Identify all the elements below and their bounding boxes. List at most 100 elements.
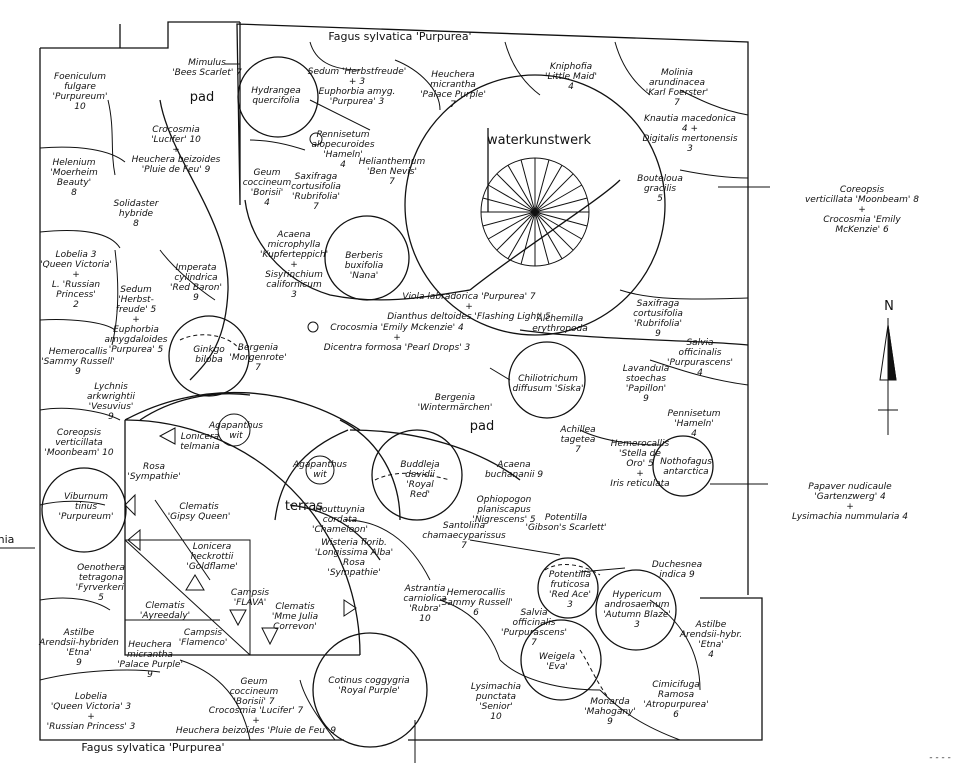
plant-label-cimicifuga: Cimicifuga Ramosa 'Atropurpurea' 6 — [643, 680, 709, 720]
plant-label-ophiopogon: Ophiopogon planiscapus 'Nigrescens' 5 — [472, 495, 536, 525]
plant-label-buddleja: Buddleja davidii 'Royal Red' — [400, 460, 440, 500]
path-outlines — [139, 99, 749, 561]
fountain-spoke — [482, 211, 536, 227]
plant-label-santolina: Santolina chamaecyparissus 7 — [422, 521, 506, 551]
hedge-top-label: Fagus sylvatica 'Purpurea' — [328, 30, 472, 43]
hedge-bottom-label: Fagus sylvatica 'Purpurea' — [81, 741, 225, 754]
plant-label-houttuynia: Houttuynia cordata 'Chameleon' — [311, 505, 369, 535]
plant-label-hydrangea: Hydrangea quercifolia — [251, 86, 301, 106]
plant-label-lavandula: Lavandula stoechas 'Papillon' 9 — [622, 364, 670, 404]
plant-label-bergenia-winter: Bergenia 'Wintermärchen' — [417, 393, 493, 413]
plant-label-crocosmia-lucifer-top: Crocosmia 'Lucifer' 10 + Heuchera beizoi… — [131, 125, 221, 175]
plant-label-salvia-purpurascens: Salvia officinalis 'Purpurascens' 4 — [667, 338, 733, 378]
fountain-spoke — [507, 164, 536, 213]
plant-label-knautia: Knautia macedonica 4 + Digitalis mertone… — [642, 114, 738, 154]
plant-label-solidaster: Solidaster hybride 8 — [113, 199, 159, 229]
fountain-spoke — [534, 159, 550, 213]
plant-label-lychnis: Lychnis arkwrightii 'Vesuvius' 9 — [87, 382, 135, 422]
plant-label-lysimachia-punctata: Lysimachia punctata 'Senior' 10 — [470, 682, 522, 722]
pond — [404, 74, 666, 336]
arrow-markers — [124, 427, 357, 646]
plant-label-rosa-sympathie-left: Rosa 'Sympathie' — [127, 462, 181, 482]
plant-label-acaena-micro: Acaena microphylla 'Kupferteppich' + Sis… — [259, 230, 329, 300]
plant-label-chiliotrichum: Chiliotrichum diffusum 'Siska' — [512, 374, 584, 394]
plant-label-lonicera-goldflame: Lonicera heckrottii 'Goldflame' — [186, 542, 238, 572]
leader-lines — [0, 63, 770, 763]
plant-label-hypericum: Hypericum androsaemum 'Autumn Blaze' 3 — [603, 590, 671, 630]
plant-label-geum-bottom: Geum coccineum 'Borisii' 7 — [229, 677, 279, 707]
plant-label-coreopsis-right: Coreopsis verticillata 'Moonbeam' 8 + Cr… — [804, 185, 919, 235]
path-label-mid: pad — [469, 419, 495, 434]
plant-label-oenothera: Oenothera tetragona 'Fyrverkeri' 5 — [75, 563, 127, 603]
fountain-spoke — [534, 211, 588, 227]
plant-label-potentilla-gibson: Potentilla 'Gibson's Scarlett' — [525, 513, 607, 533]
plant-label-potentilla-redace: Potentilla fruticosa 'Red Ace' 3 — [548, 570, 592, 610]
plant-label-sedum-herbstfreude-left: Sedum 'Herbst- freude' 5 + Euphorbia amy… — [104, 285, 168, 355]
plant-label-berberis-nana: Berberis buxifolia 'Nana' — [344, 251, 384, 281]
plant-label-bergenia-morgenrote: Bergenia 'Morgenrote' 7 — [229, 343, 287, 373]
cut-label-left: hia — [0, 533, 15, 546]
plant-label-imperata: Imperata cylindrica 'Red Baron' 9 — [170, 263, 222, 303]
plant-label-acaena-buchananii: Acaena buchananii 9 — [484, 460, 544, 480]
north-arrow — [878, 318, 898, 435]
plant-label-clematis-ayreedaly: Clematis 'Ayreedaly' — [139, 601, 191, 621]
pond-fountain-spokes — [481, 158, 589, 266]
plant-label-clematis-gipsy: Clematis 'Gipsy Queen' — [167, 502, 231, 522]
plant-label-alchemilla: Alchemilla erythropoda — [532, 314, 588, 334]
plant-label-coreopsis-left: Coreopsis verticillata 'Moonbeam' 10 — [44, 428, 114, 458]
plant-label-lobelia-bottom: Lobelia 'Queen Victoria' 3 + 'Russian Pr… — [46, 692, 136, 732]
plant-label-crocosmia-dicentra: Crocosmia 'Emily Mckenzie' 4 + Dicentra … — [323, 323, 471, 353]
plant-label-bouteloua: Bouteloua gracilis 5 — [637, 174, 683, 204]
plant-label-monarda: Monarda 'Mahogany' 9 — [584, 697, 636, 727]
fountain-spoke — [496, 173, 536, 213]
plant-label-salvia-bottom: Salvia officinalis 'Purpurascens' 7 — [501, 608, 567, 648]
shrub-circles — [41, 56, 714, 748]
plant-label-agapanthus-mid: Agapanthus wit — [293, 460, 347, 480]
plant-label-nothofagus: Nothofagus antarctica — [660, 457, 712, 477]
plant-label-achillea: Achillea tagetea 7 — [560, 425, 596, 455]
plant-label-hemerocallis-stella: Hemerocallis 'Stella de Oro' 5 + Iris re… — [610, 439, 670, 489]
plant-label-viburnum: Viburnum tinus 'Purpureum' — [58, 492, 114, 522]
plant-label-viola-dianthus: Viola labradorica 'Purpurea' 7 + Dianthu… — [387, 292, 551, 322]
plant-label-campsis-flamenco: Campsis 'Flamenco' — [178, 628, 228, 648]
plant-label-lobelia-top: Lobelia 3 'Queen Victoria' + L. 'Russian… — [40, 250, 112, 310]
plant-label-kniphofia: Kniphofia 'Little Maid' 4 — [545, 62, 597, 92]
plant-label-astilbe-left: Astilbe Arendsii-hybriden 'Etna' 9 — [39, 628, 119, 668]
fountain-spoke — [534, 211, 563, 260]
plant-label-molinia: Molinia arundinacea 'Karl Foerster' 7 — [645, 68, 709, 108]
plant-label-weigela: Weigela 'Eva' — [538, 652, 576, 672]
fountain-spoke — [487, 211, 536, 240]
fountain-spoke — [534, 197, 588, 213]
plant-label-wisteria-rosa: Wisteria florib. 'Longissima Alba' Rosa … — [314, 538, 394, 578]
fountain-spoke — [496, 211, 536, 251]
plant-label-hemerocallis-bottom: Hemerocallis 'Sammy Russell' 6 — [439, 588, 513, 618]
plant-label-saxifraga-right: Saxifraga cortusifolia 'Rubrifolia' 9 — [633, 299, 683, 339]
terrace-label: terras — [284, 499, 324, 514]
fountain-spoke — [487, 184, 536, 213]
plant-label-astilbe-right: Astilbe Arendsii-hybr. 'Etna' 4 — [679, 620, 743, 660]
fountain-spoke — [534, 211, 574, 251]
plant-label-cotinus: Cotinus coggygria 'Royal Purple' — [328, 676, 410, 696]
plant-label-ginkgo: Ginkgo biloba — [193, 345, 225, 365]
fountain-spoke — [482, 197, 536, 213]
plant-label-sedum-herbstfreude-top: Sedum 'Herbstfreude' + 3 Euphorbia amyg.… — [307, 67, 407, 107]
fountain-spoke — [507, 211, 536, 260]
plant-label-duchesnea: Duchesnea indica 9 — [651, 560, 703, 580]
north-label: N — [884, 299, 894, 314]
plant-label-heuchera-palace-top: Heuchera micrantha 'Palace Purple' 7 — [420, 70, 486, 110]
plant-label-foeniculum: Foeniculum fulgare 'Purpureum' 10 — [52, 72, 108, 112]
plant-label-astrantia: Astrantia carniolica 'Rubra' 10 — [403, 584, 447, 624]
fountain-spoke — [534, 211, 583, 240]
plant-label-pennisetum-hameln-top: Pennisetum alopecuroides 'Hameln' 4 — [311, 130, 375, 170]
fountain-spoke — [534, 164, 563, 213]
plant-label-clematis-corevon: Clematis 'Mme Julia Correvon' — [271, 602, 319, 632]
pond-label: waterkunstwerk — [486, 133, 592, 148]
plant-label-crocosmia-bottom: Crocosmia 'Lucifer' 7 + Heuchera beizoid… — [175, 706, 337, 736]
plant-label-helenium: Helenium 'Moerheim Beauty' 8 — [50, 158, 98, 198]
terrace — [124, 391, 401, 656]
plant-label-geum-top: Geum coccineum 'Borisii' 4 — [242, 168, 292, 208]
plant-label-pennisetum-right: Pennisetum 'Hameln' 4 — [667, 409, 721, 439]
cut-label-bottom-right: - - - - — [929, 753, 951, 763]
plant-label-mimulus: Mimulus 'Bees Scarlet' 7 — [172, 58, 242, 78]
